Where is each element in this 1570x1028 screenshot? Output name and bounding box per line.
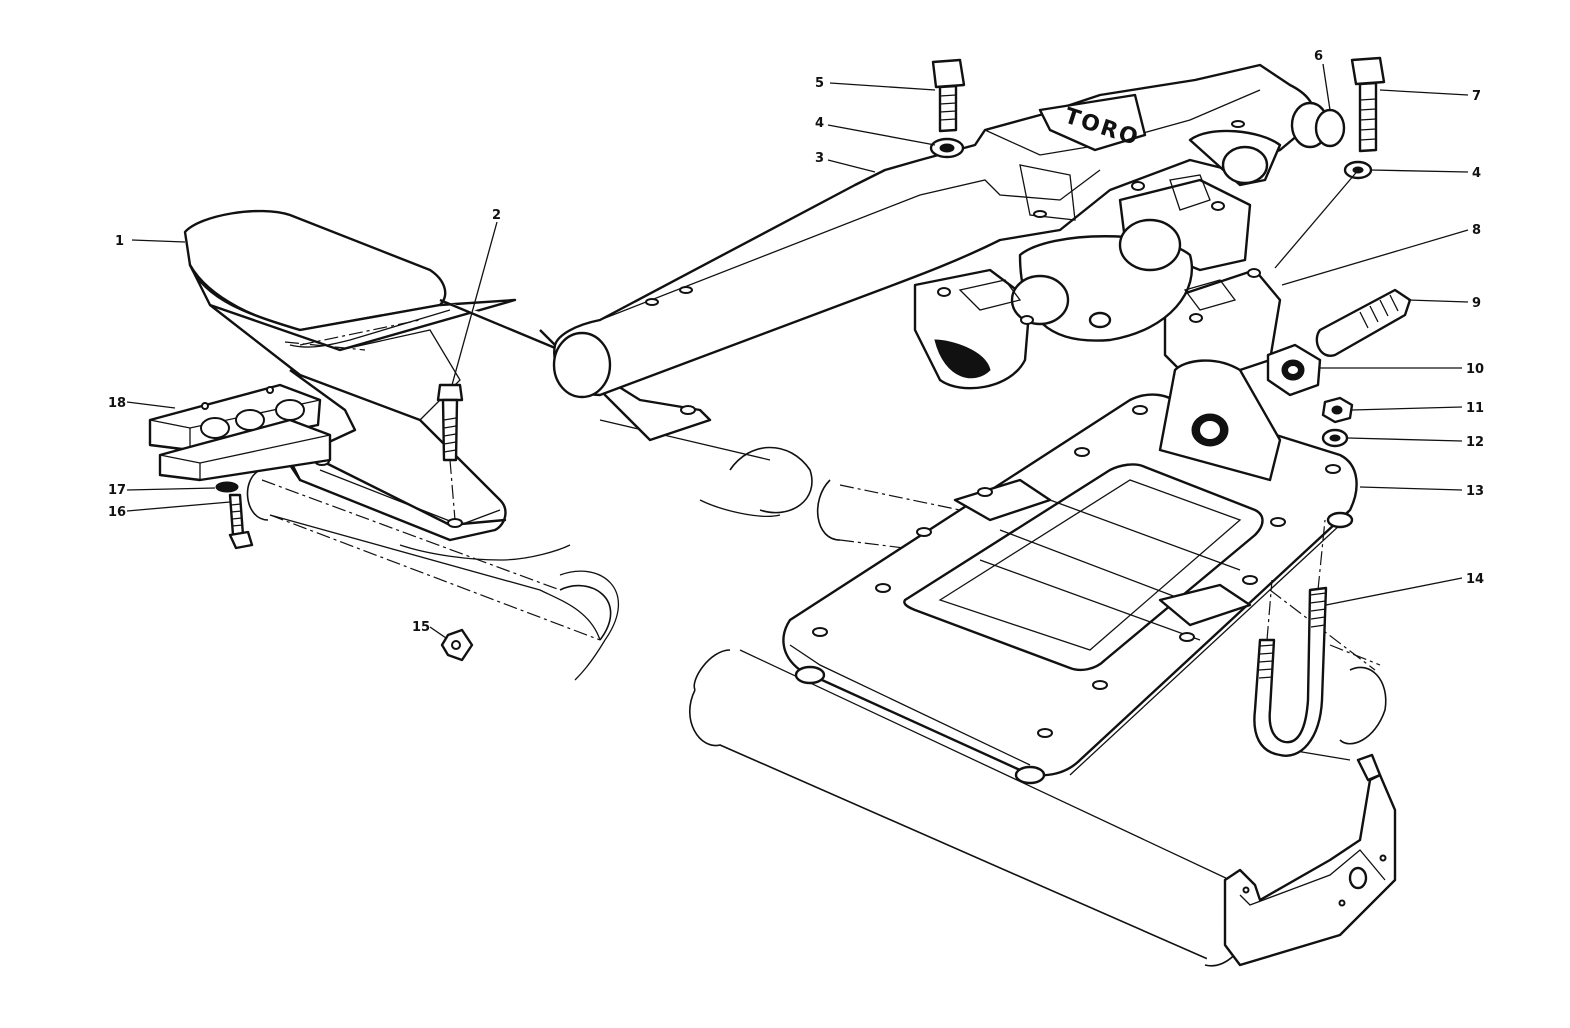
callout-14: 14 <box>1466 572 1484 587</box>
callout-11: 11 <box>1466 401 1484 416</box>
callout-2: 2 <box>492 208 501 223</box>
callout-12: 12 <box>1466 435 1484 450</box>
threaded-stud-part-9 <box>1315 288 1412 357</box>
arm-part-3: TORO <box>552 63 1316 399</box>
callout-4-right: 4 <box>1472 166 1481 181</box>
u-bolt-part-14 <box>1253 519 1328 757</box>
washer-part-17 <box>215 481 239 493</box>
bracket-lower-right <box>1223 753 1397 967</box>
swivel-assembly-part-8 <box>913 174 1282 390</box>
callout-17: 17 <box>108 483 126 498</box>
callout-15: 15 <box>412 620 430 635</box>
callout-13: 13 <box>1466 484 1484 499</box>
bushing-part-6 <box>1290 101 1346 149</box>
callout-10: 10 <box>1466 362 1484 377</box>
bolt-part-2 <box>436 383 464 521</box>
base-plate-part-13 <box>782 359 1358 785</box>
bolt-part-16 <box>228 493 254 550</box>
leader-lines <box>126 63 1469 639</box>
callout-18: 18 <box>108 396 126 411</box>
callout-8: 8 <box>1472 223 1481 238</box>
callout-9: 9 <box>1472 296 1481 311</box>
callout-7: 7 <box>1472 89 1481 104</box>
pedal-part-1 <box>183 209 712 542</box>
bolt-part-5 <box>931 58 966 133</box>
callout-labels: 1 2 3 4 4 5 6 7 8 9 10 11 12 13 14 15 16… <box>108 49 1484 635</box>
bolt-part-7 <box>1350 56 1386 153</box>
nut-part-11 <box>1321 396 1354 424</box>
nut-part-15 <box>440 628 474 662</box>
callout-6: 6 <box>1314 49 1323 64</box>
nut-part-10 <box>1266 343 1322 397</box>
callout-5: 5 <box>815 76 824 91</box>
callout-1: 1 <box>115 234 124 249</box>
callout-16: 16 <box>108 505 126 520</box>
clamp-blocks-part-18 <box>148 383 332 482</box>
callout-4-left: 4 <box>815 116 824 131</box>
washer-part-12 <box>1321 428 1349 448</box>
washer-part-4-left <box>929 137 965 159</box>
callout-3: 3 <box>815 151 824 166</box>
frame-tubes-phantom <box>246 419 1387 967</box>
